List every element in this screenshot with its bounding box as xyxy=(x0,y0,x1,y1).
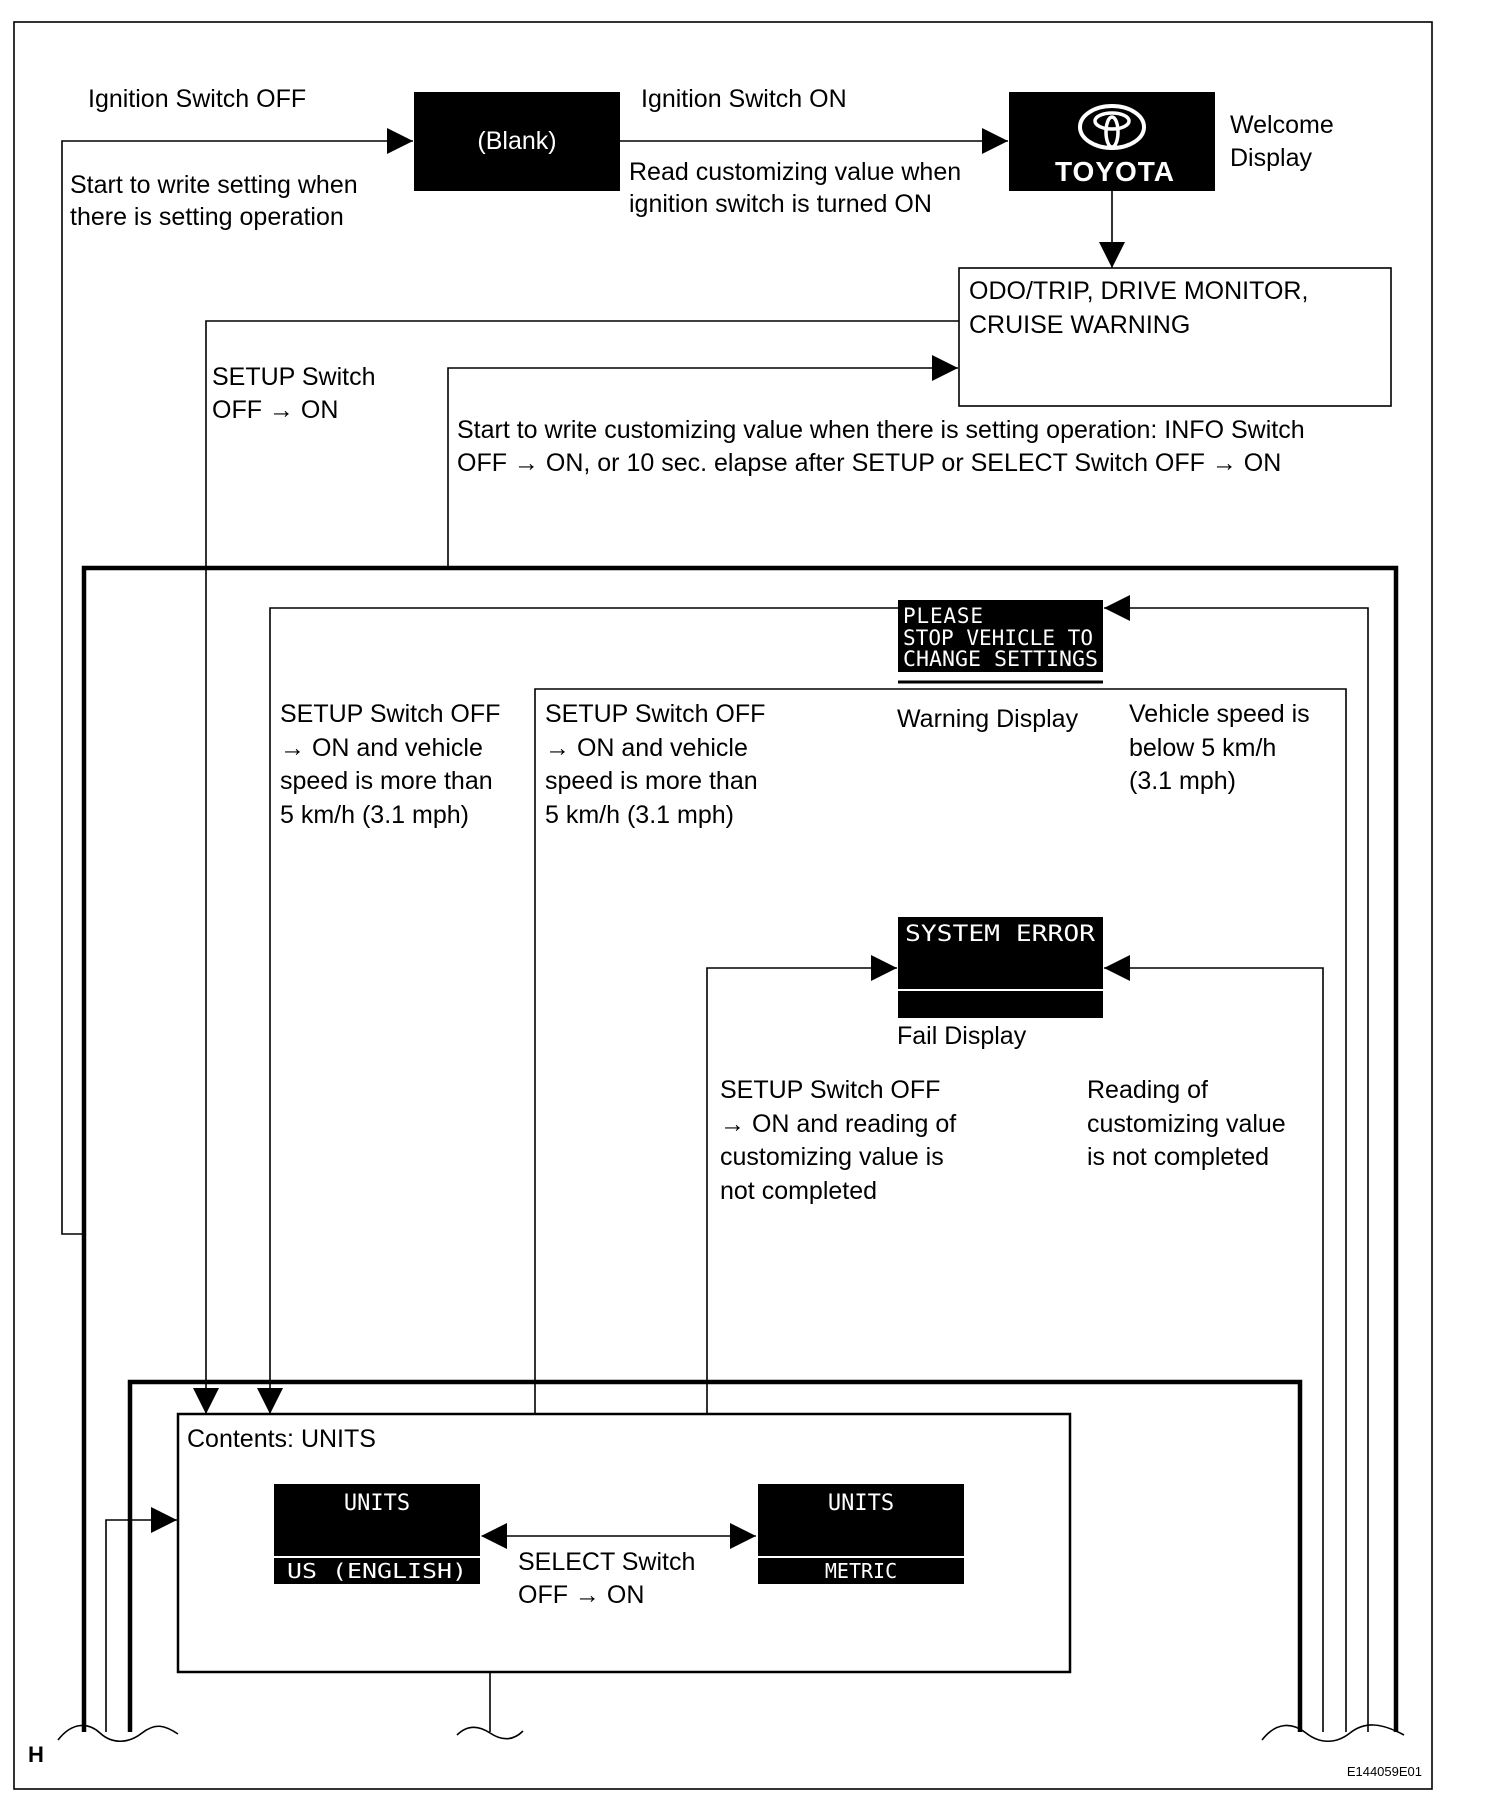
label-write-custom-2: OFF → ON, or 10 sec. elapse after SETUP … xyxy=(457,449,1281,477)
blank-screen xyxy=(414,92,620,191)
label-reading-value-3: is not completed xyxy=(1087,1143,1269,1171)
warning-caption: Warning Display xyxy=(897,705,1079,733)
figure-code: E144059E01 xyxy=(1347,1764,1422,1779)
select-label-1: SELECT Switch xyxy=(518,1548,695,1576)
label-setup-on-1: SETUP Switch xyxy=(212,363,375,391)
arrow-select-left-head xyxy=(481,1523,507,1549)
welcome-caption-1: Welcome xyxy=(1230,111,1334,139)
blank-screen-label: (Blank) xyxy=(477,127,556,155)
main-display-line-1: ODO/TRIP, DRIVE MONITOR, xyxy=(969,277,1308,305)
arrow-write-custom xyxy=(447,355,958,568)
line-speed-b xyxy=(534,688,1347,1732)
label-below-3: (3.1 mph) xyxy=(1129,767,1236,795)
break-mark-left xyxy=(57,1724,179,1743)
warning-screen xyxy=(898,600,1103,672)
fail-screen xyxy=(898,917,1103,1018)
label-speed-a-4: 5 km/h (3.1 mph) xyxy=(280,801,469,829)
label-reading-value-2: customizing value xyxy=(1087,1110,1286,1138)
label-reading-value-1: Reading of xyxy=(1087,1076,1208,1104)
label-below-2: below 5 km/h xyxy=(1129,734,1276,762)
label-reading-nc-2: → ON and reading of xyxy=(720,1110,956,1138)
label-reading-nc-4: not completed xyxy=(720,1177,877,1205)
label-speed-a-3: speed is more than xyxy=(280,767,493,795)
corner-mark: H xyxy=(28,1742,44,1767)
label-write-setting-2: there is setting operation xyxy=(70,203,344,231)
units-option-us xyxy=(274,1484,480,1584)
label-write-setting-1: Start to write setting when xyxy=(70,171,358,199)
label-speed-a-1: SETUP Switch OFF xyxy=(280,700,500,728)
units-option-metric xyxy=(758,1484,964,1584)
label-read-value-2: ignition switch is turned ON xyxy=(629,190,932,218)
label-speed-b-1: SETUP Switch OFF xyxy=(545,700,765,728)
label-ign-on: Ignition Switch ON xyxy=(641,85,847,113)
main-display-line-2: CRUISE WARNING xyxy=(969,311,1190,339)
fail-screen-text: SYSTEM ERROR xyxy=(905,922,1096,947)
welcome-caption-2: Display xyxy=(1230,144,1312,172)
toyota-logo-icon xyxy=(1078,104,1146,150)
welcome-brand: TOYOTA xyxy=(1055,156,1175,187)
break-mark-mid xyxy=(456,1726,524,1740)
arrow-setup-on xyxy=(193,320,959,1414)
break-mark-right xyxy=(1261,1724,1405,1743)
outer-frame xyxy=(13,21,1433,1790)
arrow-ign-off xyxy=(61,128,413,1235)
label-below-1: Vehicle speed is xyxy=(1129,700,1310,728)
group-frame-inner xyxy=(127,1379,1303,1732)
label-speed-b-4: 5 km/h (3.1 mph) xyxy=(545,801,734,829)
arrow-fail-reading xyxy=(1104,955,1324,1732)
arrow-speed-below xyxy=(1104,595,1369,1732)
main-display-box xyxy=(958,267,1392,407)
label-speed-b-3: speed is more than xyxy=(545,767,758,795)
label-write-custom-1: Start to write customizing value when th… xyxy=(457,416,1305,444)
label-reading-nc-3: customizing value is xyxy=(720,1143,944,1171)
contents-title: Contents: UNITS xyxy=(187,1425,376,1453)
warning-line-2: STOP VEHICLE TO xyxy=(903,626,1093,650)
label-setup-on-2: OFF → ON xyxy=(212,396,338,424)
arrow-warning-return xyxy=(257,607,898,1414)
label-read-value-1: Read customizing value when xyxy=(629,158,961,186)
units-option-metric-title: UNITS xyxy=(828,1491,894,1516)
welcome-screen xyxy=(1009,92,1215,191)
warning-line-1: PLEASE xyxy=(903,604,983,628)
arrow-contents-entry xyxy=(105,1507,177,1732)
warning-line-3: CHANGE SETTINGS xyxy=(903,647,1098,671)
group-frame-outer xyxy=(81,565,1399,1732)
fail-caption: Fail Display xyxy=(897,1022,1027,1050)
label-ign-off: Ignition Switch OFF xyxy=(88,85,306,113)
units-option-metric-value: METRIC xyxy=(825,1559,897,1583)
arrow-fail-setup xyxy=(706,955,897,1414)
units-option-us-title: UNITS xyxy=(344,1491,410,1516)
units-option-us-value: US (ENGLISH) xyxy=(287,1559,467,1583)
label-speed-b-2: → ON and vehicle xyxy=(545,734,748,762)
label-reading-nc-1: SETUP Switch OFF xyxy=(720,1076,940,1104)
label-speed-a-2: → ON and vehicle xyxy=(280,734,483,762)
select-label-2: OFF → ON xyxy=(518,1581,644,1609)
